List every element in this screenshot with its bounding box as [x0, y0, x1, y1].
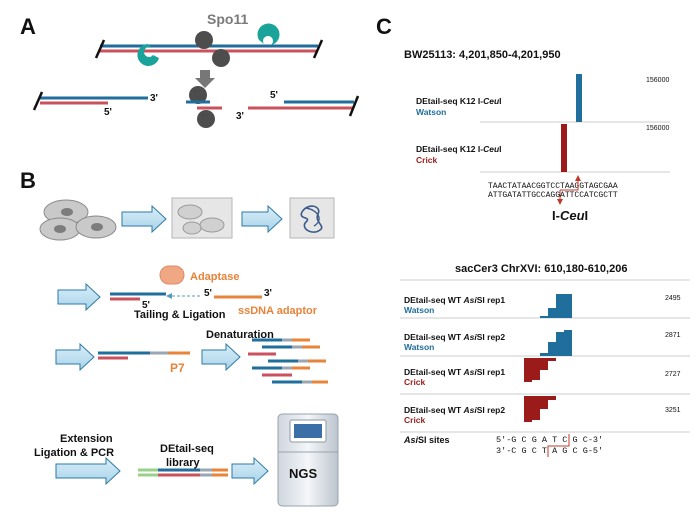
spo11-bound [186, 86, 222, 128]
arrow-tailing [57, 282, 101, 312]
asisi-cut-line [547, 434, 570, 457]
adaptor-label: ssDNA adaptor [238, 305, 318, 317]
spo11-dimer [195, 31, 230, 67]
teal-protein-right [257, 23, 280, 46]
bottom-track-3-strand: Crick [404, 377, 426, 387]
arrow-agarose-to-dna [241, 204, 283, 234]
agarose-block [171, 197, 233, 239]
seq-top: TAACTATAACGGTCCTAAGGTAGCGAA [488, 182, 618, 191]
left-3prime: 3' [150, 93, 158, 104]
panel-a-left-fragment [32, 91, 148, 111]
left-5prime: 5' [104, 107, 112, 118]
arrow-to-ngs [231, 456, 269, 486]
dna-block [289, 197, 335, 239]
bottom-track-3-max: 2727 [665, 371, 681, 378]
ceui-cut-arrow-top [575, 175, 581, 181]
seq-bottom: ATTGATATTGCCAGGATTCCATCGCTT [488, 191, 618, 200]
teal-protein-left [137, 44, 159, 66]
bottom-track-4-bars [524, 396, 556, 422]
bottom-track-4-max: 3251 [665, 407, 681, 414]
panel-a-letter: A [20, 14, 36, 39]
ceui-site-label: I-CeuI [552, 208, 588, 223]
panel-c-letter: C [376, 14, 392, 39]
top-track-1-title: DEtail-seq K12 I-CeuI [416, 96, 502, 106]
adaptor-3prime: 3' [264, 288, 272, 299]
top-track-2-title: DEtail-seq K12 I-CeuI [416, 144, 502, 154]
adaptase-icon [159, 265, 185, 285]
library-molecule [138, 468, 228, 477]
asisi-top-seq: 5'-G C G A T C G C-3' [496, 435, 603, 445]
ngs-label: NGS [289, 466, 318, 481]
top-track-1-peak [576, 74, 582, 122]
ngs-sequencer-icon [277, 413, 339, 507]
library-line2: library [166, 457, 201, 469]
adaptase-label: Adaptase [190, 271, 240, 283]
bottom-track-3-bars [524, 358, 556, 382]
extension-line2: Ligation & PCR [34, 447, 114, 459]
panel-a-right-fragment [248, 95, 360, 117]
denaturation-label: Denaturation [206, 329, 274, 341]
asisi-sites-label: AsiSI sites [403, 435, 450, 445]
bottom-track-2-bars [540, 330, 572, 356]
denatured-strands [248, 338, 328, 384]
top-track-1-strand: Watson [416, 107, 446, 117]
ceui-cut-arrow-bottom [557, 199, 563, 205]
p7-label: P7 [170, 361, 185, 375]
ligation-arrow-head [166, 293, 172, 299]
tailing-label: Tailing & Ligation [134, 309, 226, 321]
bottom-track-1-title: DEtail-seq WT AsiSI rep1 [404, 295, 505, 305]
top-track-1-max: 156000 [646, 77, 669, 84]
adaptor-5prime: 5' [204, 288, 212, 299]
bottom-track-1-bars [540, 294, 572, 318]
bottom-track-2-strand: Watson [404, 342, 434, 352]
arrow-denaturation-out [201, 342, 241, 372]
bottom-track-4-title: DEtail-seq WT AsiSI rep2 [404, 405, 505, 415]
bottom-track-1-max: 2495 [665, 295, 681, 302]
bottom-track-1-strand: Watson [404, 305, 434, 315]
top-track-frame [480, 121, 670, 173]
bottom-track-4-strand: Crick [404, 415, 426, 425]
spo11-label: Spo11 [207, 11, 248, 27]
arrow-denaturation-in [55, 342, 95, 372]
panel-b-letter: B [20, 168, 36, 193]
down-arrow [195, 70, 215, 88]
bottom-region-title: sacCer3 ChrXVI: 610,180-610,206 [455, 263, 627, 275]
dsdna-5prime: 5' [142, 300, 150, 311]
asisi-bottom-seq: 3'-C G C T A G C G-5' [496, 446, 603, 456]
ceui-cut-line [560, 181, 579, 191]
right-3prime: 3' [236, 111, 244, 122]
bottom-track-2-max: 2871 [665, 332, 681, 339]
bottom-track-2-title: DEtail-seq WT AsiSI rep2 [404, 332, 505, 342]
top-track-2-peak [561, 124, 567, 172]
top-track-2-max: 156000 [646, 125, 669, 132]
top-region-title: BW25113: 4,201,850-4,201,950 [404, 49, 561, 61]
top-track-2-strand: Crick [416, 155, 438, 165]
right-5prime: 5' [270, 90, 278, 101]
bottom-track-3-title: DEtail-seq WT AsiSI rep1 [404, 367, 505, 377]
extension-line1: Extension [60, 433, 113, 445]
arrow-extension [55, 456, 121, 486]
arrow-cells-to-agarose [121, 204, 167, 234]
library-line1: DEtail-seq [160, 443, 214, 455]
cell-group [39, 199, 117, 241]
